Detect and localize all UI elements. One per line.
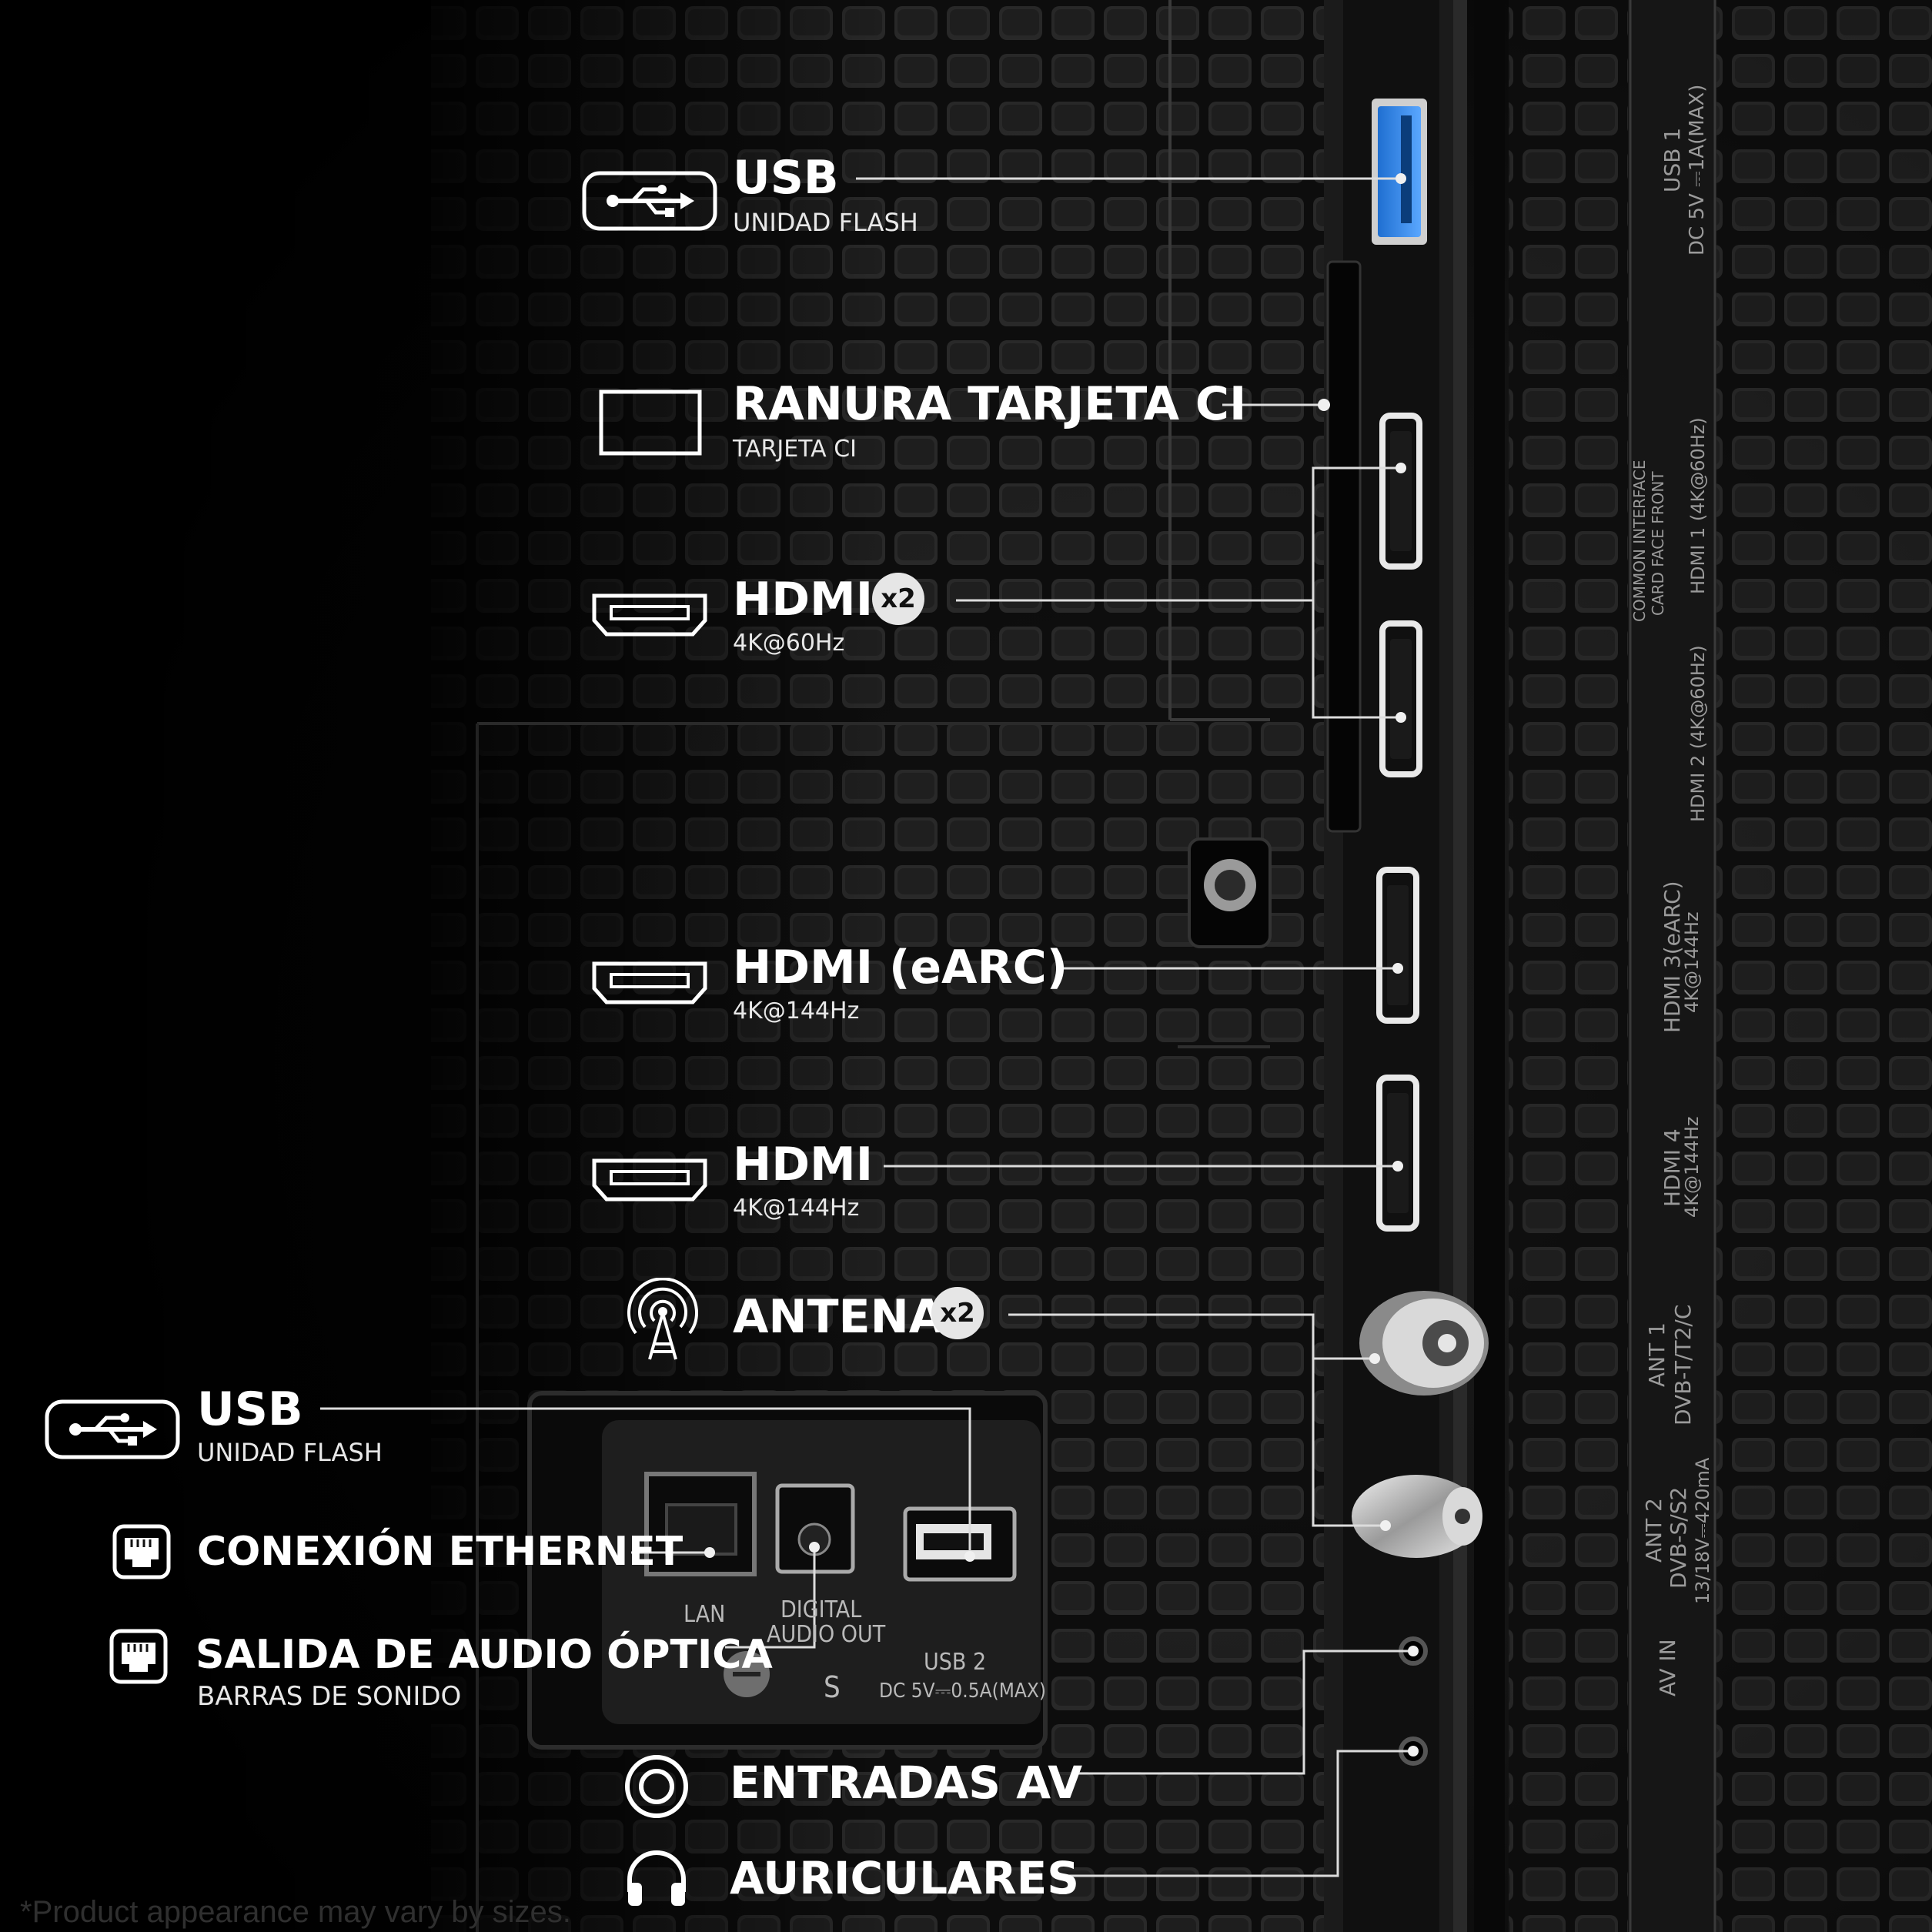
- ci-card-face-label: CARD FACE FRONT: [1649, 471, 1667, 616]
- hdmi-pair-subtitle: 4K@60Hz: [733, 630, 845, 657]
- s-mark-label: S: [824, 1670, 841, 1704]
- ant2-standard-label: DVB-S/S2: [1666, 1486, 1691, 1589]
- hdmi-single-subtitle: 4K@144Hz: [733, 1195, 860, 1222]
- hdmi-pair-title: HDMI: [733, 573, 874, 627]
- usb2-label: USB 2: [924, 1649, 987, 1676]
- usb-top-title: USB: [733, 151, 839, 205]
- hdmi-icon: [592, 1158, 707, 1202]
- usb-bottom-subtitle: UNIDAD FLASH: [197, 1438, 383, 1467]
- av-input-icon: [625, 1755, 688, 1818]
- antenna-title: ANTENA: [733, 1290, 945, 1344]
- ethernet-port-icon: [112, 1524, 171, 1579]
- optical-subtitle: BARRAS DE SONIDO: [197, 1681, 462, 1712]
- av-in-panel-label: AV IN: [1655, 1639, 1680, 1696]
- antenna-count-badge: x2: [931, 1287, 984, 1339]
- usb2-rating-label: DC 5V⎓0.5A(MAX): [879, 1680, 1047, 1703]
- usb-bottom-title: USB: [197, 1382, 303, 1436]
- hdmi3-rating-label: 4K@144Hz: [1681, 911, 1703, 1013]
- ci-slot-subtitle: TARJETA CI: [733, 436, 857, 463]
- hdmi2-label: HDMI 2 (4K@60Hz): [1687, 645, 1709, 822]
- ant2-rating-label: 13/18V⎓420mA: [1692, 1457, 1713, 1604]
- ant1-standard-label: DVB-T/T2/C: [1670, 1304, 1696, 1426]
- usb1-rating-label: DC 5V ⎓1A(MAX): [1686, 84, 1709, 256]
- hdmi-count-badge: x2: [872, 573, 924, 625]
- usb-icon: [45, 1399, 180, 1459]
- optical-port-icon: [109, 1629, 168, 1684]
- hdmi1-label: HDMI 1 (4K@60Hz): [1687, 417, 1709, 594]
- ethernet-title: CONEXIÓN ETHERNET: [197, 1529, 684, 1575]
- headphones-title: AURICULARES: [730, 1852, 1080, 1904]
- hdmi-earc-subtitle: 4K@144Hz: [733, 998, 860, 1024]
- lan-label: LAN: [684, 1601, 726, 1628]
- ci-common-interface-label: COMMON INTERFACE: [1630, 460, 1649, 623]
- optical-title: SALIDA DE AUDIO ÓPTICA: [196, 1632, 773, 1678]
- hdmi-icon: [592, 961, 707, 1004]
- ci-slot-title: RANURA TARJETA CI: [733, 377, 1247, 431]
- usb-top-subtitle: UNIDAD FLASH: [733, 208, 918, 237]
- hdmi-single-title: HDMI: [733, 1138, 874, 1192]
- disclaimer-text: *Product appearance may vary by sizes.: [20, 1895, 571, 1929]
- card-slot-icon: [599, 389, 702, 456]
- usb-icon: [582, 171, 717, 231]
- digital-label: DIGITAL: [780, 1596, 862, 1623]
- ant1-label: ANT 1: [1644, 1322, 1670, 1387]
- ant2-label: ANT 2: [1641, 1498, 1666, 1563]
- headphones-icon: [627, 1850, 686, 1906]
- usb1-label: USB 1: [1660, 127, 1685, 192]
- av-in-title: ENTRADAS AV: [730, 1757, 1083, 1809]
- audio-out-label: AUDIO OUT: [767, 1621, 886, 1648]
- hdmi-earc-title: HDMI (eARC): [733, 941, 1068, 994]
- hdmi-icon: [592, 593, 707, 637]
- antenna-icon: [627, 1278, 698, 1360]
- hdmi4-rating-label: 4K@144Hz: [1681, 1116, 1703, 1218]
